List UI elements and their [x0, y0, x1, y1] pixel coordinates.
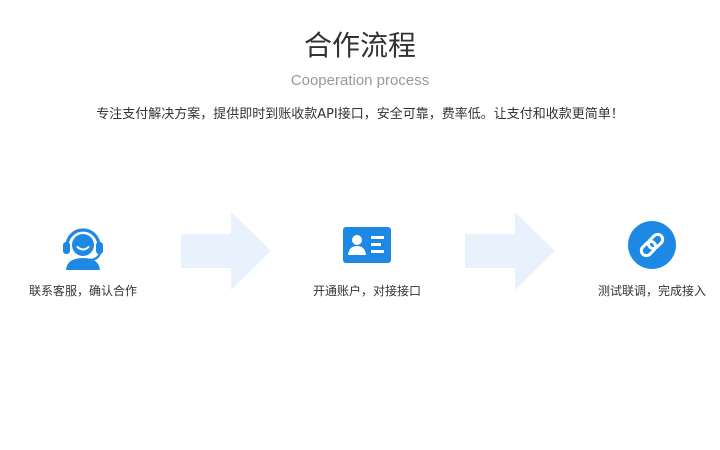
- section-title: 合作流程: [303, 29, 416, 62]
- step-contact-service: 联系客服，确认合作: [0, 220, 173, 301]
- step-label: 联系客服，确认合作: [28, 284, 137, 298]
- section-subtitle: Cooperation process: [290, 72, 430, 89]
- arrow-right-icon: [465, 212, 555, 290]
- step-label: 测试联调，完成接入: [597, 284, 706, 298]
- customer-service-headset-icon: [58, 220, 108, 270]
- step-test-integration: 测试联调，完成接入: [562, 220, 720, 301]
- link-icon: [627, 220, 677, 270]
- section-description: 专注支付解决方案，提供即时到账收款API接口，安全可靠，费率低。让支付和收款更简…: [96, 107, 624, 122]
- arrow-right-icon: [181, 212, 271, 290]
- step-label: 开通账户，对接接口: [312, 284, 421, 298]
- id-card-icon: [342, 220, 392, 270]
- step-open-account: 开通账户，对接接口: [277, 220, 457, 301]
